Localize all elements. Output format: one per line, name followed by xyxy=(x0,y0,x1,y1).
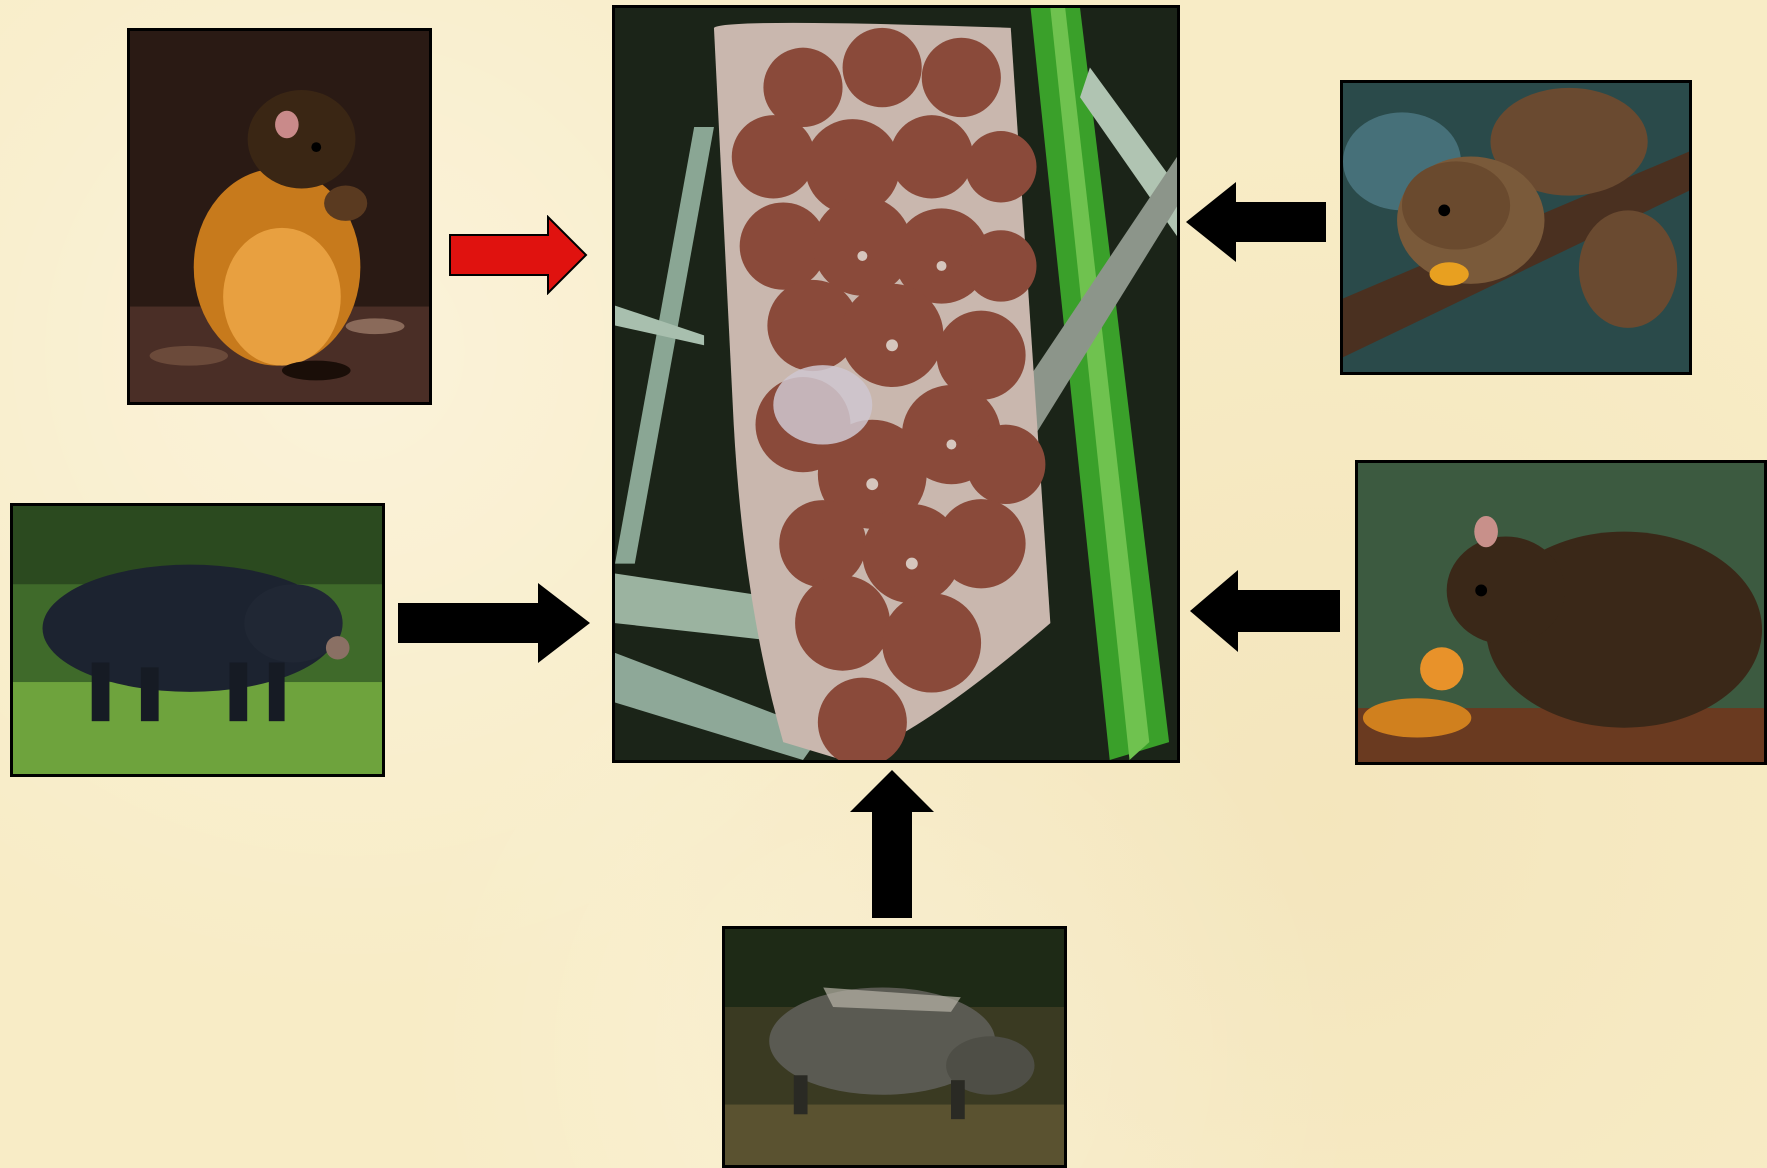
collared-peccary-photo xyxy=(722,926,1067,1168)
red-arrow-right xyxy=(448,215,588,295)
palm-fruit-cluster-photo xyxy=(612,5,1180,763)
agouti-eating-photo xyxy=(1355,460,1767,765)
agouti-golden-photo xyxy=(127,28,432,405)
arrow-up-collared-peccary xyxy=(850,770,934,918)
squirrel-photo xyxy=(1340,80,1692,375)
arrow-left-agouti xyxy=(1190,570,1340,652)
arrow-left-squirrel xyxy=(1186,182,1326,262)
arrow-right-left-peccary xyxy=(398,583,590,663)
peccary-on-grass-photo xyxy=(10,503,385,777)
